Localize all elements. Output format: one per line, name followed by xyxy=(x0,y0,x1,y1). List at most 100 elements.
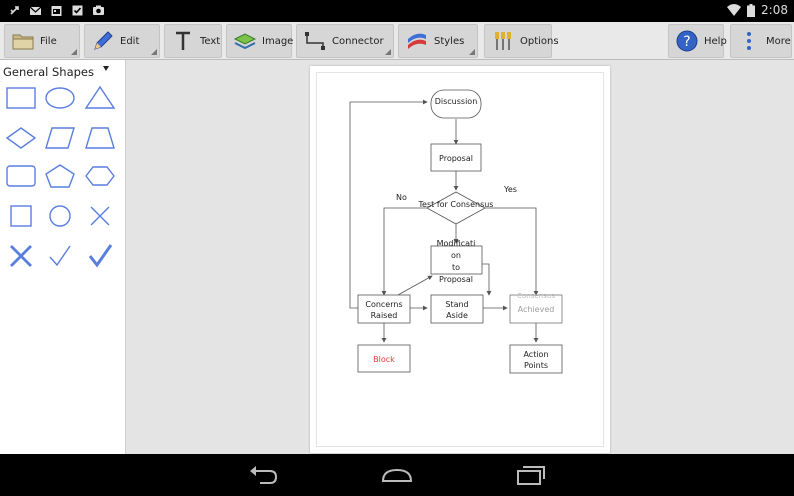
node-modification-line4: Proposal xyxy=(439,275,473,284)
text-button[interactable]: Text xyxy=(164,24,222,58)
shape-circle[interactable] xyxy=(44,202,76,230)
node-proposal-shape[interactable] xyxy=(430,143,482,172)
shape-check[interactable] xyxy=(84,242,116,270)
node-standaside-shape[interactable] xyxy=(430,294,484,324)
node-modification-line1: Modificati xyxy=(437,239,476,248)
node-discussion-label: Discussion xyxy=(435,97,478,106)
wifi-icon xyxy=(727,4,742,16)
shape-pentagon[interactable] xyxy=(44,162,76,190)
styles-icon xyxy=(408,33,426,49)
node-discussion-shape[interactable] xyxy=(430,89,482,119)
node-block-label: Block xyxy=(373,355,395,364)
node-proposal-label: Proposal xyxy=(439,154,473,163)
calendar-icon xyxy=(51,6,62,16)
connector-dropdown-indicator xyxy=(385,49,391,55)
category-dropdown-icon[interactable] xyxy=(103,66,109,71)
edit-button-label: Edit xyxy=(120,35,140,47)
options-icon xyxy=(495,32,511,50)
check-icon xyxy=(72,5,83,16)
home-icon[interactable] xyxy=(380,462,414,488)
options-button-label: Options xyxy=(520,35,559,47)
help-icon: ? xyxy=(676,30,698,52)
shape-cross[interactable] xyxy=(5,242,37,270)
camera-icon xyxy=(93,5,104,15)
image-icon xyxy=(233,33,257,50)
connector-test-yes xyxy=(485,207,539,296)
node-achieved-label: Achieved xyxy=(518,305,555,314)
image-button[interactable]: Image xyxy=(226,24,294,58)
pencil-icon xyxy=(94,31,113,50)
shape-square[interactable] xyxy=(5,202,37,230)
drawing-canvas[interactable]: Discussion Proposal Test for Consensus M… xyxy=(126,60,794,454)
diagram-page[interactable]: Discussion Proposal Test for Consensus M… xyxy=(310,66,610,453)
connector-test-no xyxy=(381,207,427,296)
flowchart[interactable]: Discussion Proposal Test for Consensus M… xyxy=(310,66,610,453)
shape-diamond[interactable] xyxy=(5,124,37,152)
folder-icon xyxy=(12,34,34,50)
edit-button[interactable]: Edit xyxy=(84,24,160,58)
shape-hexagon[interactable] xyxy=(84,162,116,190)
shape-parallelogram[interactable] xyxy=(44,124,76,152)
options-button[interactable]: Options xyxy=(484,24,559,58)
recents-icon[interactable] xyxy=(514,462,548,488)
styles-dropdown-indicator xyxy=(469,49,475,55)
node-modification-line3: to xyxy=(452,263,460,272)
text-button-label: Text xyxy=(200,35,221,47)
file-button-label: File xyxy=(40,35,57,47)
more-button[interactable]: More xyxy=(730,24,792,58)
connector-button[interactable]: Connector xyxy=(296,24,394,58)
node-actionpoints-shape[interactable] xyxy=(509,344,563,374)
connectors xyxy=(349,99,539,343)
shape-rectangle[interactable] xyxy=(5,84,37,112)
help-button-label: Help xyxy=(704,35,727,47)
battery-icon xyxy=(747,3,756,17)
node-actionpoints-line1: Action xyxy=(523,350,548,359)
shape-triangle[interactable] xyxy=(84,84,116,112)
shape-rounded-rectangle[interactable] xyxy=(5,162,37,190)
shape-thin-check[interactable] xyxy=(44,242,76,270)
text-icon xyxy=(176,31,190,50)
node-modification-line2: on xyxy=(451,251,461,260)
edge-label-yes: Yes xyxy=(503,185,517,194)
help-button[interactable]: ? Help xyxy=(668,24,727,58)
shapes-sidebar: General Shapes xyxy=(0,60,126,454)
connector-loop-back xyxy=(349,99,428,309)
node-block-shape[interactable] xyxy=(357,344,411,373)
connector-icon xyxy=(305,32,325,50)
page-margin xyxy=(316,72,604,447)
node-standaside-line2: Aside xyxy=(446,311,468,320)
back-icon[interactable] xyxy=(246,462,280,488)
edge-label-no: No xyxy=(396,193,407,202)
node-modification-shape[interactable] xyxy=(430,245,483,275)
notification-icons xyxy=(8,4,105,17)
more-icon xyxy=(747,32,751,50)
node-concerns-shape[interactable] xyxy=(357,294,411,324)
toolbar: File Edit Text Image Connector Styles Op… xyxy=(0,22,794,60)
connector-concerns-modification xyxy=(397,275,433,296)
shape-category-title[interactable]: General Shapes xyxy=(3,65,94,79)
image-button-label: Image xyxy=(262,35,294,47)
node-concerns-line2: Raised xyxy=(371,311,398,320)
mail-icon xyxy=(29,6,42,15)
node-test-shape[interactable] xyxy=(426,191,486,225)
shape-trapezoid[interactable] xyxy=(84,124,116,152)
shape-thin-cross[interactable] xyxy=(84,202,116,230)
shape-ellipse[interactable] xyxy=(44,84,76,112)
connector-button-label: Connector xyxy=(332,35,384,47)
node-standaside-line1: Stand xyxy=(445,300,468,309)
svg-text:?: ? xyxy=(683,34,690,50)
styles-button[interactable]: Styles xyxy=(398,24,478,58)
styles-button-label: Styles xyxy=(434,35,465,47)
status-bar: 2:08 xyxy=(0,0,794,22)
connector-modification-standaside xyxy=(482,263,492,296)
status-time: 2:08 xyxy=(761,3,788,17)
node-concerns-line1: Concerns xyxy=(365,300,402,309)
node-achieved-top-label: Consensus xyxy=(517,292,555,300)
file-button[interactable]: File xyxy=(4,24,80,58)
edit-dropdown-indicator xyxy=(151,49,157,55)
node-test-label: Test for Consensus xyxy=(418,200,494,209)
node-achieved-shape[interactable] xyxy=(509,294,563,324)
navigation-bar xyxy=(0,454,794,496)
more-button-label: More xyxy=(766,35,791,47)
usb-icon xyxy=(10,6,19,15)
